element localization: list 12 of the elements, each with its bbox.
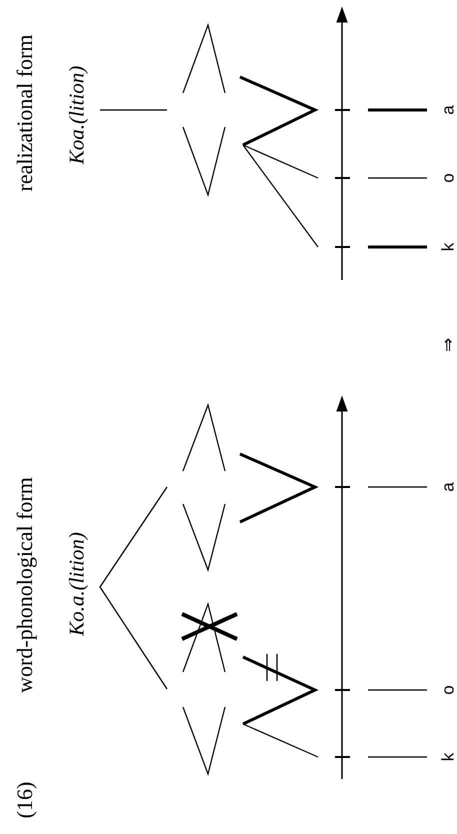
- derivation-arrow: ⇒: [440, 338, 456, 352]
- segment-letter: a: [440, 105, 456, 115]
- segment-letter: k: [440, 752, 456, 762]
- panel-heading: word-phonological form: [14, 477, 36, 693]
- segment-letter: k: [440, 242, 456, 252]
- panel-heading: realizational form: [14, 34, 36, 192]
- word-form: Ko.a.(lition): [66, 532, 88, 636]
- segment-letter: o: [440, 173, 456, 183]
- segment-letter: a: [440, 482, 456, 492]
- example-number: (16): [14, 782, 36, 818]
- segment-letter: o: [440, 685, 456, 695]
- word-form: Koa.(lition): [66, 66, 88, 164]
